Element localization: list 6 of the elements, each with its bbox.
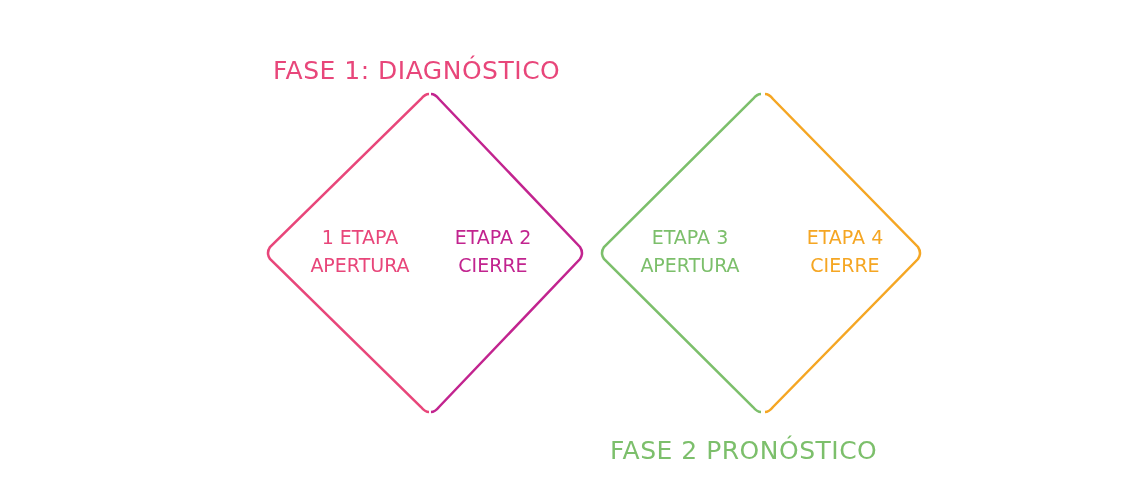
- phase-title: FASE 1: DIAGNÓSTICO: [273, 56, 561, 85]
- stage-label: 1 ETAPA APERTURA: [309, 225, 411, 278]
- stage-label: ETAPA 3 APERTURA: [639, 225, 741, 278]
- stage-label: ETAPA 4 CIERRE: [805, 225, 885, 278]
- stage-label: ETAPA 2 CIERRE: [453, 225, 533, 278]
- phase-title: FASE 2 PRONÓSTICO: [610, 436, 878, 465]
